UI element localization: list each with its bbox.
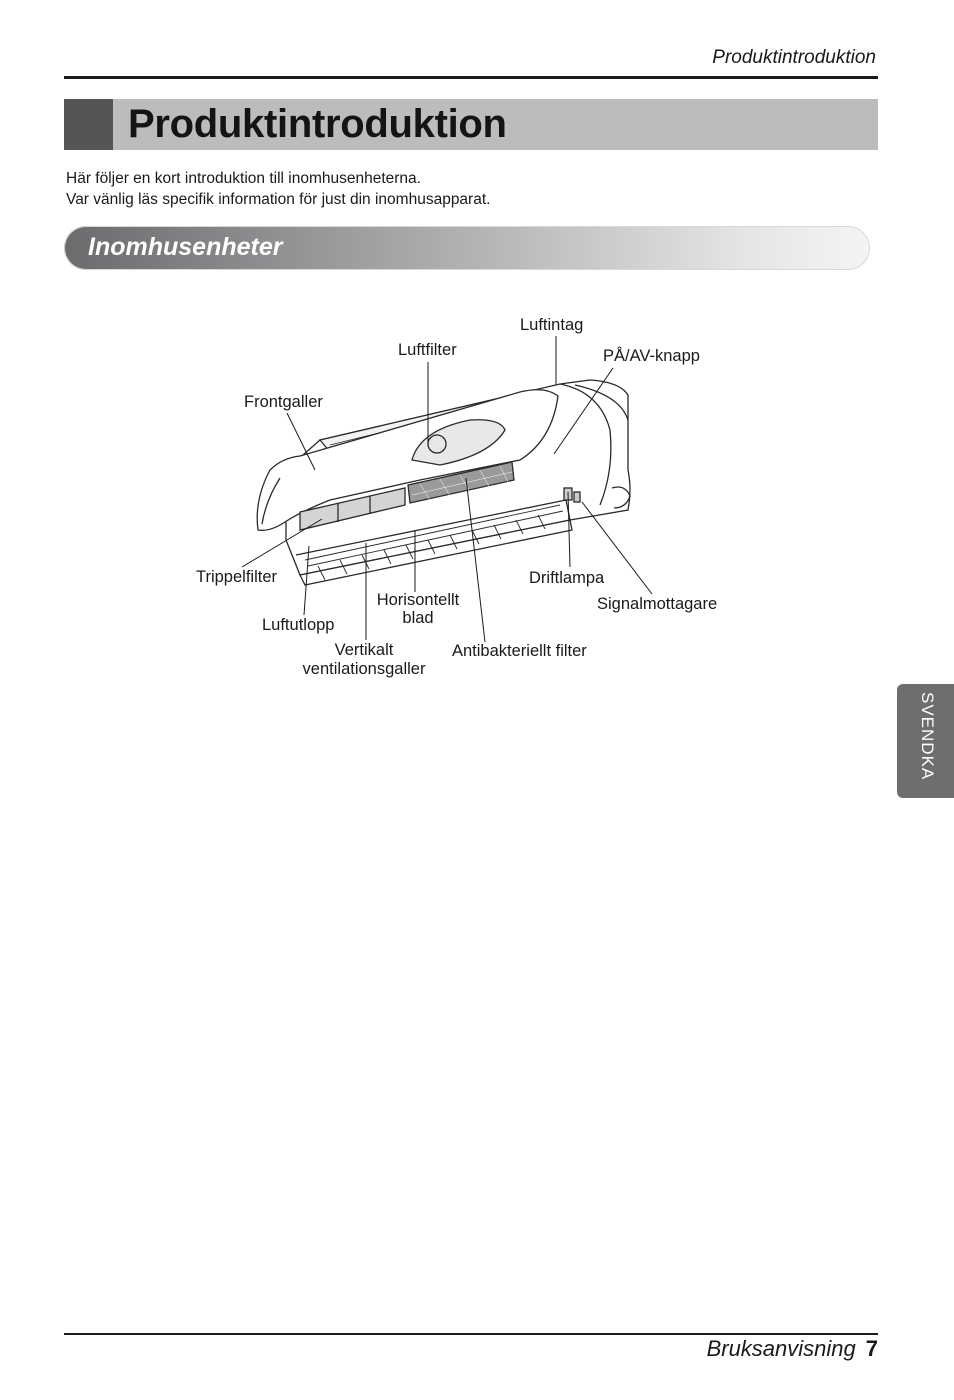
page-number: 7 [865, 1336, 878, 1361]
label-driftlampa: Driftlampa [529, 569, 605, 587]
label-trippelfilter: Trippelfilter [196, 568, 277, 586]
language-tab-label: SVENDKA [918, 692, 937, 781]
label-horisontellt: Horisontellt [377, 591, 460, 609]
top-rule [64, 76, 878, 79]
intro-text: Här följer en kort introduktion till ino… [66, 168, 490, 210]
label-vertikalt: Vertikalt [335, 641, 394, 659]
label-ventilationsgaller: ventilationsgaller [303, 660, 426, 678]
indoor-unit-diagram: Luftintag Luftfilter PÅ/AV-knapp Frontga… [196, 316, 717, 678]
running-header: Produktintroduktion [712, 47, 876, 68]
page-title: Produktintroduktion [128, 102, 507, 146]
label-luftfilter: Luftfilter [398, 341, 457, 359]
label-antibakteriellt-filter: Antibakteriellt filter [452, 642, 587, 660]
language-tab: SVENDKA [897, 684, 954, 798]
diagram-labels: Luftintag Luftfilter PÅ/AV-knapp Frontga… [196, 316, 717, 678]
title-block [64, 99, 113, 150]
label-horisontellt-blad: blad [402, 609, 433, 627]
indoor-unit-illustration [256, 379, 631, 586]
label-luftutlopp: Luftutlopp [262, 616, 334, 634]
section-bar: Inomhusenheter [64, 226, 870, 270]
leader-lines [241, 336, 653, 643]
intro-line-2: Var vänlig läs specifik information för … [66, 191, 491, 208]
footer-manual-name: Bruksanvisning [706, 1336, 856, 1361]
label-luftintag: Luftintag [520, 316, 583, 334]
section-heading: Inomhusenheter [88, 233, 283, 261]
intro-line-1: Här följer en kort introduktion till ino… [66, 170, 421, 187]
label-pa-av-knapp: PÅ/AV-knapp [603, 346, 700, 365]
label-frontgaller: Frontgaller [244, 393, 323, 411]
bottom-rule [64, 1333, 878, 1335]
title-bar: Produktintroduktion [64, 99, 878, 150]
label-signalmottagare: Signalmottagare [597, 595, 717, 613]
footer: Bruksanvisning 7 [707, 1336, 878, 1362]
